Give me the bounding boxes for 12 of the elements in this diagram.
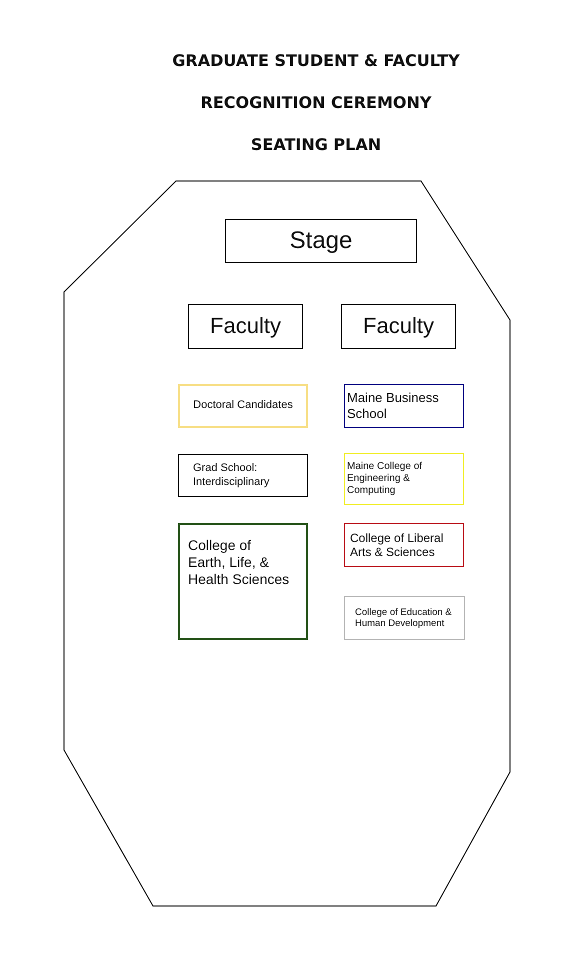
faculty-seating: Faculty xyxy=(341,304,456,349)
seating-section: Grad School: Interdisciplinary xyxy=(178,454,308,497)
seating-section: Maine Business School xyxy=(344,384,464,428)
seating-section: College of Liberal Arts & Sciences xyxy=(344,523,464,567)
stage-area: Stage xyxy=(225,219,417,263)
seating-section: College of Earth, Life, & Health Sciences xyxy=(178,523,308,640)
seating-section: Doctoral Candidates xyxy=(178,384,308,428)
seating-section: College of Education & Human Development xyxy=(344,596,465,640)
hall-outline xyxy=(64,181,510,906)
faculty-seating: Faculty xyxy=(188,304,303,349)
title: GRADUATE STUDENT & FACULTY RECOGNITION CEREMONY SEATING PLAN xyxy=(171,50,461,156)
seating-section: Maine College of Engineering & Computing xyxy=(344,453,464,505)
